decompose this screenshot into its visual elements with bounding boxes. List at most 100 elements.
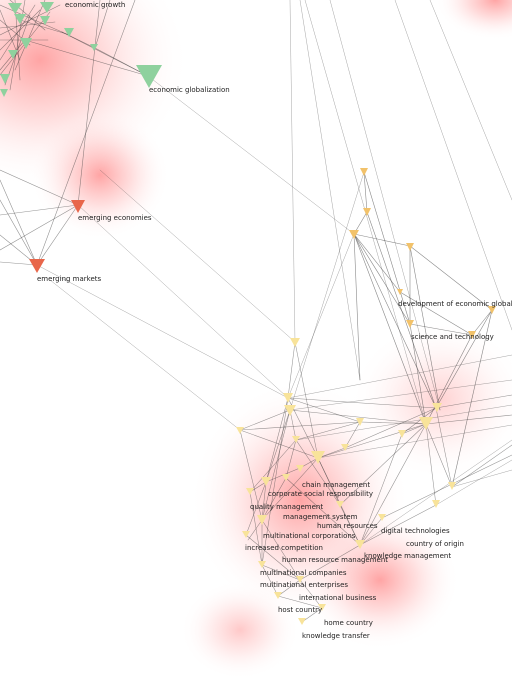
node-marker[interactable] <box>64 28 74 37</box>
edge <box>299 0 361 381</box>
edge <box>353 233 401 293</box>
edge <box>359 421 427 425</box>
edge <box>353 233 411 247</box>
node-marker[interactable] <box>406 243 414 251</box>
node-marker[interactable] <box>356 418 364 426</box>
node-marker[interactable] <box>468 331 476 339</box>
node-emerging-markets[interactable] <box>29 259 45 273</box>
node-human-resources[interactable] <box>336 501 344 508</box>
edge <box>399 291 473 336</box>
label-science-and-technology: science and technology <box>411 333 494 341</box>
edge <box>245 534 301 581</box>
node-knowledge-transfer[interactable] <box>298 618 306 625</box>
node-marker[interactable] <box>90 44 98 51</box>
node-marker[interactable] <box>40 16 50 25</box>
node-international-business[interactable] <box>296 576 304 583</box>
node-marker[interactable] <box>284 405 296 416</box>
node-marker[interactable] <box>398 430 406 438</box>
edge <box>409 245 441 411</box>
edge <box>0 179 38 266</box>
node-marker[interactable] <box>0 74 10 84</box>
node-marker[interactable] <box>20 38 32 49</box>
edge <box>353 233 427 425</box>
edge <box>295 439 341 506</box>
edge <box>277 579 301 597</box>
label-knowledge-management: knowledge management <box>364 552 451 560</box>
node-marker[interactable] <box>363 208 371 216</box>
edge <box>287 233 355 399</box>
edge <box>239 429 263 521</box>
node-marker[interactable] <box>0 89 8 97</box>
node-marker[interactable] <box>448 482 456 490</box>
node-country-of-origin[interactable] <box>432 500 440 508</box>
edge <box>94 47 149 77</box>
node-marker[interactable] <box>8 50 18 59</box>
node-marker[interactable] <box>341 444 349 451</box>
edge <box>294 341 319 459</box>
edge <box>295 421 361 441</box>
node-marker[interactable] <box>246 488 254 495</box>
edge <box>435 407 453 488</box>
node-marker[interactable] <box>360 168 368 176</box>
edge <box>265 409 291 483</box>
edge <box>289 409 297 441</box>
edge <box>277 595 323 609</box>
label-multinational-companies: multinational companies <box>260 569 347 577</box>
node-home-country[interactable] <box>318 604 326 611</box>
edge <box>344 421 361 449</box>
edge <box>0 204 79 251</box>
edge <box>285 439 297 479</box>
node-digital-technologies[interactable] <box>378 514 386 521</box>
edge <box>14 0 46 71</box>
node-quality-management[interactable] <box>261 477 271 486</box>
node-multinational-corporations[interactable] <box>257 515 267 525</box>
edge <box>261 564 279 597</box>
node-marker[interactable] <box>432 403 442 412</box>
node-knowledge-management[interactable] <box>355 540 365 549</box>
node-emerging-economies[interactable] <box>71 200 85 213</box>
node-marker[interactable] <box>8 3 22 14</box>
edge <box>353 233 361 381</box>
edge <box>425 414 512 425</box>
node-host-country[interactable] <box>274 592 282 599</box>
edge <box>261 519 301 581</box>
node-marker[interactable] <box>14 14 26 24</box>
edge <box>261 397 289 566</box>
edge <box>435 309 493 409</box>
edge <box>381 454 512 519</box>
node-marker[interactable] <box>283 393 293 403</box>
node-science-and-technology[interactable] <box>406 320 414 328</box>
node-development-of-economic-globalization[interactable] <box>488 306 496 314</box>
edge <box>301 607 323 623</box>
node-marker[interactable] <box>282 474 290 481</box>
edge <box>0 4 63 33</box>
node-corporate-social-responsibility[interactable] <box>296 465 304 472</box>
label-chain-management: chain management <box>302 481 370 489</box>
edge <box>261 409 291 521</box>
node-increased-competition[interactable] <box>242 531 250 538</box>
node-marker[interactable] <box>236 427 244 434</box>
node-chain-management[interactable] <box>311 451 325 464</box>
node-marker[interactable] <box>397 289 403 295</box>
edge <box>359 504 437 546</box>
edge <box>289 0 296 343</box>
node-marker[interactable] <box>40 2 54 13</box>
edge <box>401 407 437 435</box>
edge <box>363 171 411 325</box>
edge <box>339 504 361 546</box>
edge <box>409 323 473 336</box>
node-marker[interactable] <box>349 230 359 239</box>
label-host-country: host country <box>278 606 322 614</box>
edge <box>285 477 361 546</box>
edge <box>289 171 365 411</box>
edge <box>261 481 267 521</box>
node-economic-globalization[interactable] <box>136 65 162 88</box>
edge <box>353 233 437 409</box>
node-multinational-companies[interactable] <box>258 561 266 568</box>
node-layer <box>0 2 496 625</box>
node-marker[interactable] <box>290 338 300 347</box>
node-marker[interactable] <box>292 436 300 443</box>
node-marker[interactable] <box>419 417 433 430</box>
edge <box>317 424 512 459</box>
